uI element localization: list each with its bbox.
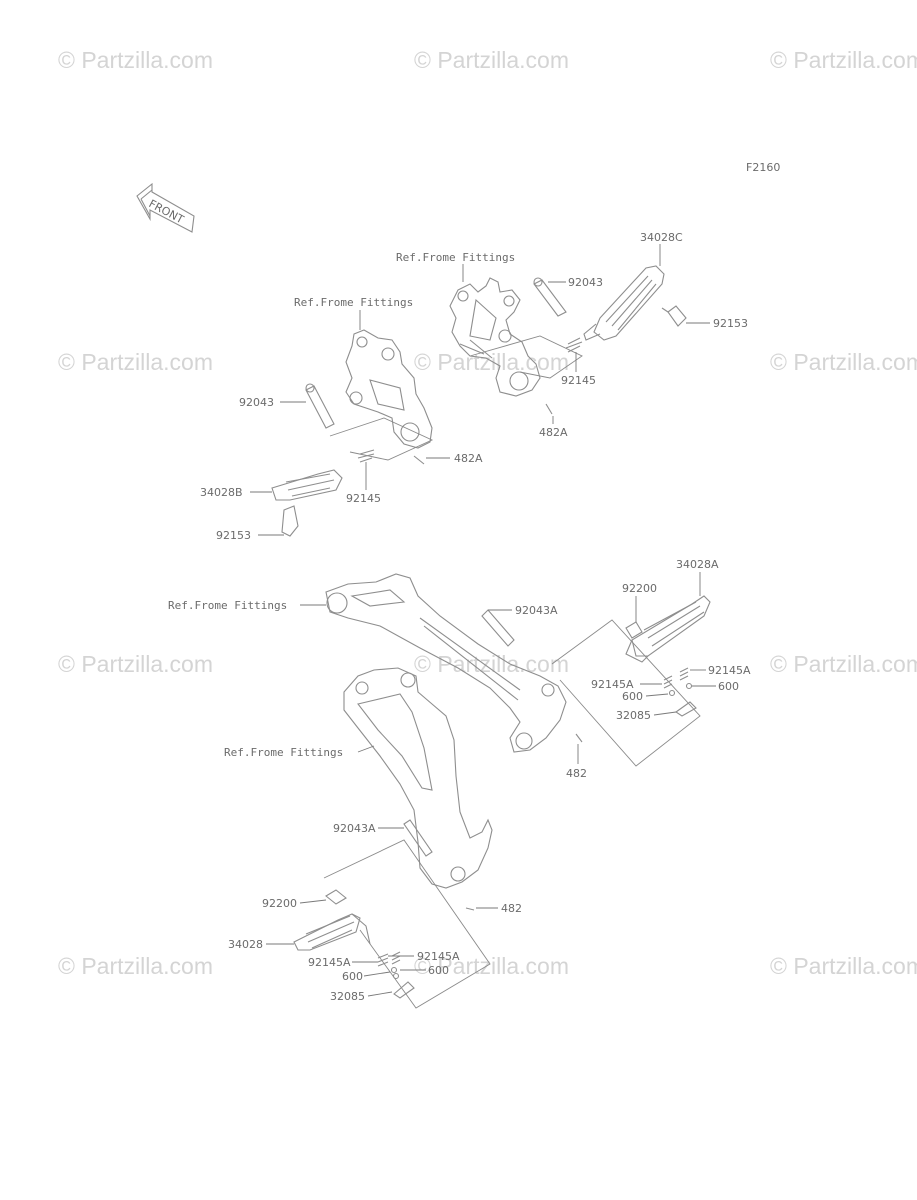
leader-lines [250,244,716,997]
watermark-text: © Partzilla.com [770,47,917,73]
lower-right-small-parts [575,621,697,743]
part-number-label: 92145 [561,374,596,387]
part-number-label: 92145A [417,950,460,963]
lower-tall-bracket [343,667,493,889]
watermark-text: © Partzilla.com [58,651,213,677]
part-number-label: 92153 [713,317,748,330]
top-right-pin [533,277,567,317]
top-right-cotter [545,403,553,415]
front-arrow-icon: FRONT [136,182,195,233]
top-right-footpeg [583,265,665,341]
part-number-label: 482A [454,452,483,465]
diagram-code: F2160 [746,161,780,174]
part-number-label: 92145A [591,678,634,691]
ref-frame-fittings-label: Ref.Frome Fittings [224,746,343,759]
ref-frame-fittings-label: Ref.Frome Fittings [294,296,413,309]
part-number-label: 600 [428,964,449,977]
front-arrow-label: FRONT [147,197,187,226]
part-number-label: 92153 [216,529,251,542]
watermark-text: © Partzilla.com [414,651,569,677]
lower-left-box [323,839,491,1009]
part-number-label: 92200 [262,897,297,910]
top-right-spring [565,337,583,353]
watermark-text: © Partzilla.com [58,953,213,979]
part-number-label: 34028B [200,486,243,499]
watermark-text: © Partzilla.com [770,953,917,979]
part-number-label: 92043A [333,822,376,835]
part-number-label: 92043 [239,396,274,409]
part-number-label: 92043 [568,276,603,289]
part-number-label: 32085 [616,709,651,722]
watermark-text: © Partzilla.com [414,349,569,375]
watermark-text: © Partzilla.com [58,47,213,73]
top-right-bracket [449,277,583,397]
lower-left-pin [403,819,433,857]
part-number-label: 32085 [330,990,365,1003]
part-number-label: 600 [718,680,739,693]
part-number-label: 92200 [622,582,657,595]
watermarks: © Partzilla.com © Partzilla.com © Partzi… [58,47,917,979]
upper-left-bolt [281,505,299,537]
part-number-label: 600 [622,690,643,703]
ref-frame-fittings-label: Ref.Frome Fittings [168,599,287,612]
upper-left-footpeg [271,469,343,501]
watermark-text: © Partzilla.com [414,47,569,73]
watermark-text: © Partzilla.com [770,651,917,677]
lower-right-box [551,619,701,767]
part-number-label: 34028A [676,558,719,571]
watermark-text: © Partzilla.com [770,349,917,375]
lower-left-footpeg [293,913,371,951]
upper-left-spring [357,449,375,463]
part-number-label: 92043A [515,604,558,617]
part-number-label: 600 [342,970,363,983]
part-number-label: 482 [501,902,522,915]
ref-frame-fittings-label: Ref.Frome Fittings [396,251,515,264]
lower-right-footpeg [625,595,711,663]
lower-right-pin [481,609,515,647]
watermark-text: © Partzilla.com [58,349,213,375]
part-number-label: 92145A [708,664,751,677]
lower-long-bracket [325,573,567,753]
lower-left-small-parts [325,889,475,999]
part-number-label: 34028C [640,231,683,244]
part-number-label: 92145A [308,956,351,969]
upper-left-pin [305,383,335,429]
part-labels: Ref.Frome Fittings Ref.Frome Fittings Re… [168,231,751,1003]
upper-left-cotter [413,455,425,465]
top-right-bolt [661,305,687,327]
part-number-label: 92145 [346,492,381,505]
watermark-text: © Partzilla.com [414,953,569,979]
upper-left-bracket [329,329,434,461]
part-number-label: 482A [539,426,568,439]
part-number-label: 482 [566,767,587,780]
part-number-label: 34028 [228,938,263,951]
